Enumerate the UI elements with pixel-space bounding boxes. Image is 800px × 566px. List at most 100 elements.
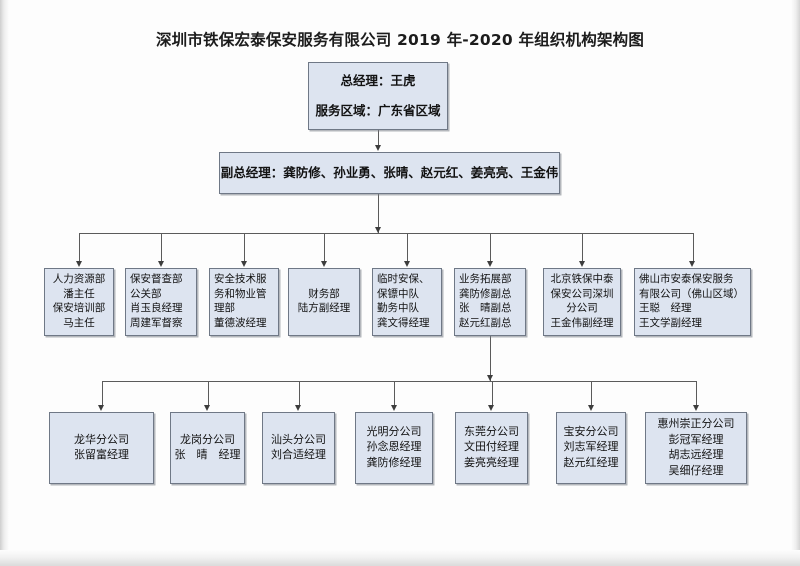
connector-drop-dept-0	[79, 233, 80, 262]
org-node-line: 保安督查部	[130, 274, 183, 285]
connector-drop-dept-1	[161, 233, 162, 262]
connector-drop-dept-6	[582, 233, 583, 262]
org-node-line: 公关部	[130, 288, 162, 300]
org-node-line: 保安培训部	[52, 303, 106, 314]
chart-title: 深圳市铁保宏泰保安服务有限公司 2019 年-2020 年组织机构架构图	[155, 31, 645, 49]
org-node-line: 保安公司深圳	[550, 288, 614, 300]
org-node-line: 东莞分公司	[464, 425, 519, 438]
arrowhead-branch-0	[98, 405, 104, 411]
org-node-line: 龚防修经理	[366, 456, 422, 469]
org-node-line: 王聪 经理	[639, 303, 692, 314]
arrowhead-branch-1	[204, 405, 210, 411]
org-node-line: 潘主任	[63, 288, 95, 300]
org-node-line: 赵元红经理	[563, 456, 619, 469]
org-node-gm: 总经理：王虎服务区域：广东省区域	[308, 62, 448, 130]
connector-drop-branch-0	[101, 381, 103, 406]
arrowhead-dept-3	[320, 261, 327, 267]
org-node-line: 王文学副经理	[639, 317, 702, 329]
org-node-line: 宝安分公司	[563, 425, 619, 438]
org-node-line: 周建军督察	[130, 317, 183, 329]
connector-drop-branch-1	[207, 381, 209, 406]
org-node-branch-baoan: 宝安分公司刘志军经理赵元红经理	[556, 412, 626, 484]
connector-drop-branch-6	[696, 381, 697, 406]
connector-drop-dept-7	[692, 233, 694, 262]
org-node-line: 赵元红副总	[459, 317, 512, 329]
org-node-line: 董德波经理	[214, 317, 267, 329]
org-node-line: 安全技术服	[214, 274, 267, 285]
org-node-dept-hr: 人力资源部潘主任保安培训部马主任	[44, 268, 114, 336]
org-node-line: 务和物业管	[214, 288, 267, 300]
org-node-line: 分公司	[566, 303, 598, 314]
arrowhead-branch-4	[488, 405, 494, 411]
arrowhead-branch-2	[295, 405, 301, 411]
org-node-line: 业务拓展部	[459, 274, 512, 285]
arrowhead-dgm	[374, 145, 381, 151]
org-node-line: 张 晴 经理	[174, 449, 241, 461]
org-node-line: 彭冠军经理	[668, 433, 724, 446]
org-node-line: 保镖中队	[377, 288, 419, 300]
arrowhead-dept-2	[240, 261, 247, 267]
org-node-line: 张 晴副总	[459, 303, 512, 314]
org-node-branch-shantou: 汕头分公司刘合适经理	[262, 412, 335, 484]
org-node-dept-business-development: 业务拓展部龚防修副总张 晴副总赵元红副总	[454, 268, 526, 336]
org-node-line: 惠州崇正分公司	[657, 418, 735, 430]
connector-drop-dept-3	[324, 233, 325, 262]
arrowhead-branch-6	[692, 405, 699, 411]
org-node-line: 姜亮亮经理	[464, 456, 519, 469]
org-node-line: 汕头分公司	[271, 433, 326, 446]
org-node-line: 勤务中队	[377, 303, 419, 314]
arrowhead-dept-7	[689, 261, 695, 267]
scan-edge-left	[0, 0, 9, 566]
org-node-line: 龙华分公司	[74, 433, 129, 446]
arrowhead-dept-6	[578, 261, 585, 267]
org-node-line: 人力资源部	[52, 274, 106, 285]
connector-drop-branch-3	[394, 381, 395, 406]
org-node-line: 光明分公司	[366, 425, 422, 438]
connector-bd-to-branch-bus	[490, 336, 491, 381]
connector-drop-branch-2	[298, 381, 300, 406]
org-node-branch-longgang: 龙岗分公司张 晴 经理	[170, 412, 245, 484]
connector-drop-dept-4	[407, 233, 408, 262]
org-node-dept-safety-tech-property: 安全技术服务和物业管理部董德波经理	[209, 268, 279, 336]
org-node-line: 吴细仔经理	[668, 464, 724, 477]
org-node-line: 文田付经理	[464, 441, 519, 454]
org-node-branch-guangming: 光明分公司孙念恩经理龚防修经理	[355, 412, 433, 484]
connector-drop-dept-2	[244, 233, 245, 262]
connector-branch-bus	[101, 381, 696, 382]
org-node-dept-finance: 财务部陆方副经理	[288, 268, 360, 336]
org-node-line: 服务区域：广东省区域	[315, 103, 441, 118]
org-node-line: 肖玉良经理	[130, 303, 183, 314]
org-node-line: 龙岗分公司	[180, 433, 235, 446]
arrowhead-dept-0	[75, 261, 82, 267]
connector-drop-branch-4	[491, 381, 493, 406]
arrowhead-branch-5	[587, 405, 594, 411]
org-node-line: 龚文得经理	[377, 317, 430, 329]
connector-drop-branch-5	[591, 381, 592, 406]
org-node-line: 北京铁保中泰	[550, 274, 614, 285]
connector-department-bus	[79, 233, 693, 234]
org-node-line: 王金伟副经理	[550, 317, 614, 329]
org-node-branch-dongguan: 东莞分公司文田付经理姜亮亮经理	[455, 412, 528, 484]
org-node-line: 刘合适经理	[271, 449, 326, 461]
org-node-line: 刘志军经理	[563, 441, 619, 454]
scan-edge-bottom	[0, 550, 800, 566]
org-node-line: 临时安保、	[377, 274, 430, 285]
org-node-line: 张留富经理	[74, 449, 129, 461]
arrowhead-dept-5	[486, 261, 493, 267]
connector-gm-to-dgm	[378, 130, 379, 146]
org-node-line: 有限公司（佛山区域）	[639, 288, 744, 300]
arrowhead-dept-4	[403, 261, 410, 267]
org-node-branch-huizhou-chongzheng: 惠州崇正分公司彭冠军经理胡志远经理吴细仔经理	[645, 412, 747, 484]
org-node-company-foshan-antai: 佛山市安泰保安服务有限公司（佛山区域）王聪 经理王文学副经理	[634, 268, 751, 336]
scan-edge-right	[791, 0, 800, 566]
org-node-dept-supervision: 保安督查部公关部肖玉良经理周建军督察	[125, 268, 197, 336]
connector-drop-dept-5	[490, 233, 491, 262]
org-node-line: 马主任	[63, 317, 95, 329]
org-node-branch-longhua: 龙华分公司张留富经理	[49, 412, 154, 484]
org-node-line: 副总经理：龚防修、孙业勇、张晴、赵元红、姜亮亮、王金伟	[220, 165, 559, 180]
org-node-line: 胡志远经理	[668, 449, 724, 461]
org-node-line: 理部	[214, 303, 235, 314]
arrowhead-branch-3	[390, 405, 397, 411]
org-node-line: 财务部	[308, 288, 340, 300]
